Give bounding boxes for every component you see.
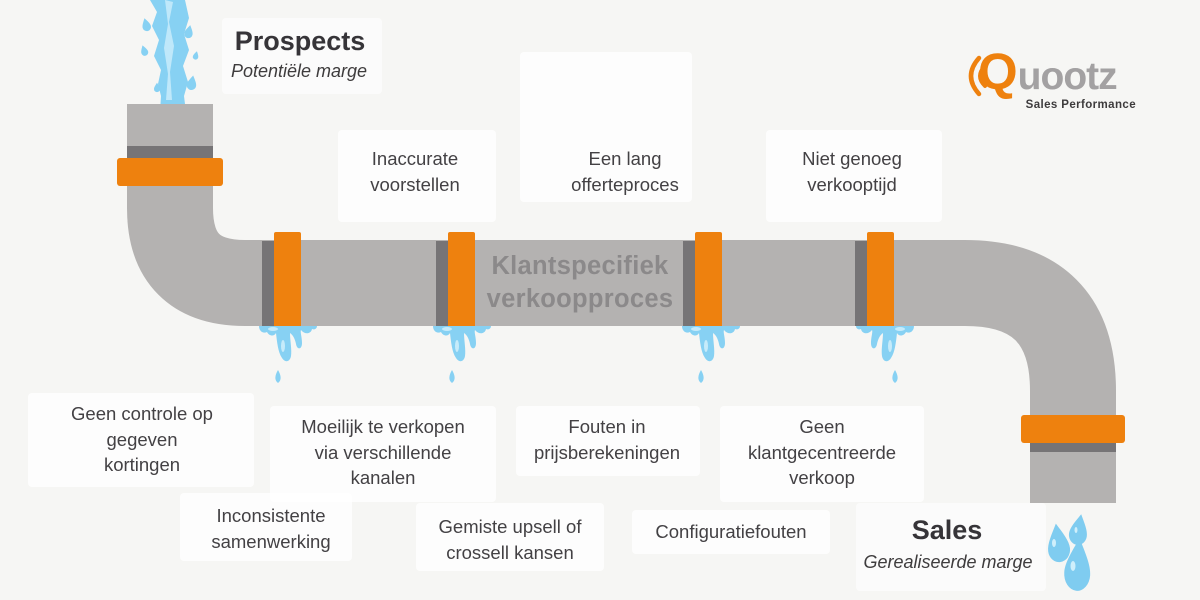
issue-label-geen-controle-op-kortingen: Geen controle op gegeven kortingen	[71, 403, 213, 475]
issue-label-configuratiefouten: Configuratiefouten	[655, 521, 807, 542]
pipe-seal	[683, 241, 696, 326]
background-panel	[222, 18, 382, 94]
issue-label-moeilijk-te-verkopen: Moeilijk te verkopen via verschillende k…	[301, 416, 465, 488]
pipe-process-label: Klantspecifiek verkoopproces	[486, 252, 674, 313]
pipe-seal	[127, 146, 213, 159]
quootz-logo: Q uootz	[978, 43, 1118, 100]
issue-label-inconsistente-samenwerking: Inconsistente samenwerking	[211, 505, 331, 552]
coupling-1	[274, 232, 301, 329]
sales-title: Sales	[911, 515, 983, 545]
issue-label-inaccurate-voorstellen: Inaccurate voorstellen	[370, 148, 460, 195]
background-panel	[856, 503, 1046, 591]
coupling-2	[448, 232, 475, 329]
background-panel	[632, 510, 830, 554]
background-panel	[766, 130, 942, 222]
outlet-coupling	[1021, 415, 1125, 443]
logo-tagline: Sales Performance	[1025, 99, 1136, 111]
background-panel	[520, 52, 692, 202]
pipe-seal	[436, 241, 449, 326]
issue-label-niet-genoeg-verkooptijd: Niet genoeg verkooptijd	[802, 148, 902, 195]
water-drip-icon	[259, 326, 317, 383]
pipe-seal	[855, 241, 868, 326]
logo-wordmark: uootz	[1017, 55, 1118, 98]
pipe-seal	[1030, 442, 1116, 452]
background-panel	[180, 493, 352, 561]
issue-label-geen-klantgecentreerde-verkoop: Geen klantgecentreerde verkoop	[747, 416, 897, 488]
sales-subtitle: Gerealiseerde marge	[863, 552, 1033, 572]
issue-label-fouten-in-prijsberekeningen: Fouten in prijsberekeningen	[533, 416, 681, 463]
pipe-path	[127, 104, 1116, 503]
background-panel	[416, 503, 604, 571]
water-drops-icon	[1044, 512, 1093, 593]
coupling-3	[695, 232, 722, 329]
water-stream-icon	[139, 0, 200, 112]
background-panel	[28, 393, 254, 487]
logo-letter-q: Q	[978, 43, 1018, 100]
issue-label-gemiste-upsell-crossell: Gemiste upsell of crossell kansen	[438, 516, 582, 563]
background-panel	[516, 406, 700, 476]
prospects-title: Prospects	[234, 26, 366, 56]
water-drip-icon	[682, 326, 740, 383]
water-drip-icon	[433, 326, 491, 383]
inlet-coupling	[117, 158, 223, 186]
water-drip-icon	[856, 326, 914, 383]
prospects-subtitle: Potentiële marge	[230, 61, 368, 81]
soundwave-arcs-icon	[968, 55, 987, 97]
issue-label-een-lang-offerteproces: Een lang offerteproces	[571, 148, 679, 195]
background-panel	[338, 130, 496, 222]
coupling-4	[867, 232, 894, 329]
pipe-seal	[262, 241, 275, 326]
background-panel	[720, 406, 924, 502]
background-panel	[270, 406, 496, 502]
